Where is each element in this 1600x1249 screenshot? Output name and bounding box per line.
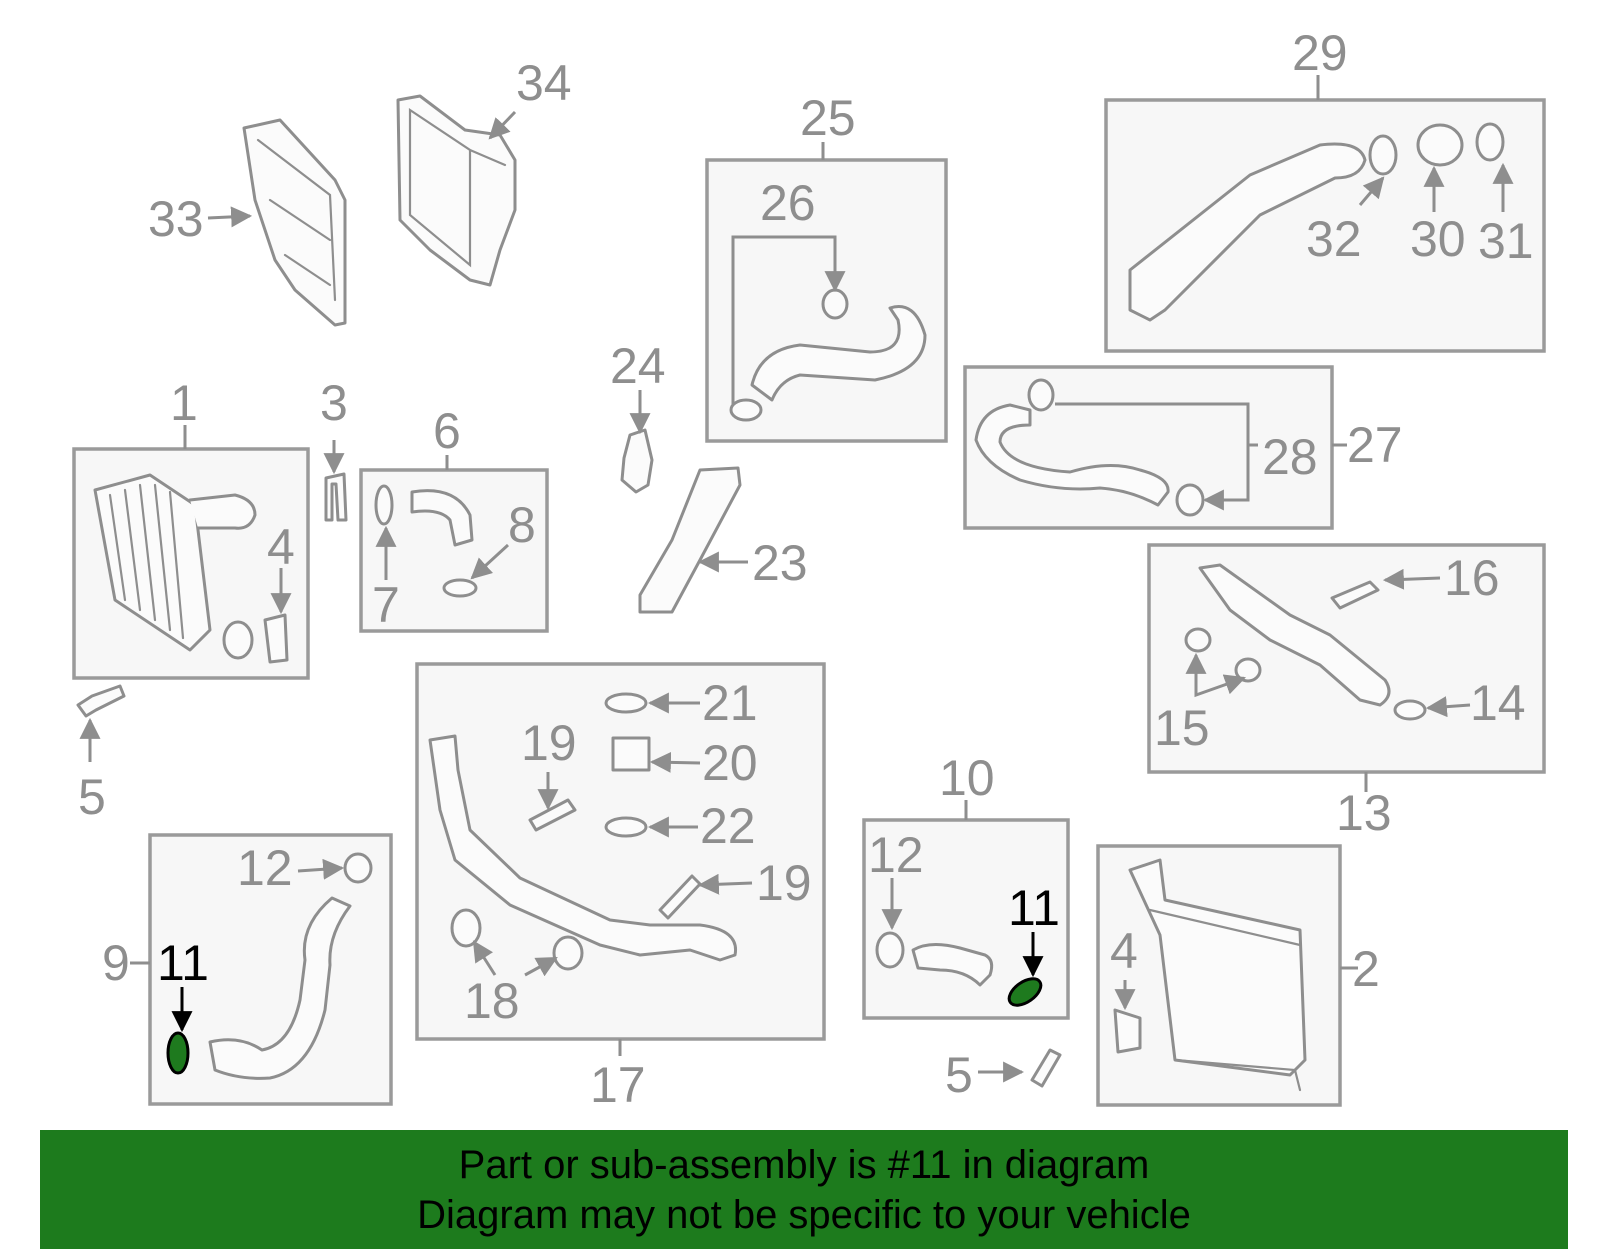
air-duct-part	[242, 118, 347, 327]
callout-11-left: 11	[157, 935, 209, 991]
clip-3-part	[324, 472, 348, 522]
clamp-12-left-part	[343, 852, 373, 884]
callout-15: 15	[1154, 700, 1210, 756]
callout-28: 28	[1262, 429, 1318, 485]
intercooler-left-part	[93, 473, 257, 660]
radiator-shroud-part	[396, 94, 517, 287]
callout-20: 20	[702, 735, 758, 791]
clamp-32-part	[1368, 134, 1398, 176]
clamp-12-right-part	[875, 931, 905, 969]
hose-10-part	[911, 943, 994, 987]
pipe-13-part	[1198, 563, 1391, 707]
bracket-24-part	[620, 428, 654, 494]
ring-14-part	[1393, 699, 1427, 721]
callout-18: 18	[464, 973, 520, 1029]
callout-11-right: 11	[1008, 880, 1060, 936]
callout-17: 17	[590, 1057, 646, 1113]
banner-line-1: Part or sub-assembly is #11 in diagram	[458, 1143, 1150, 1187]
callout-21: 21	[702, 675, 758, 731]
clamp-31-part	[1475, 122, 1505, 162]
callout-23: 23	[752, 535, 808, 591]
clip-4-left-part	[263, 613, 289, 664]
group-box-29	[1104, 98, 1546, 353]
bolt-5-left-part	[76, 684, 126, 718]
callout-34: 34	[516, 55, 572, 111]
callout-30: 30	[1410, 211, 1466, 267]
callout-7: 7	[372, 577, 400, 633]
seal-11-left-part	[166, 1031, 190, 1075]
callout-4-right: 4	[1110, 923, 1138, 979]
callout-14: 14	[1470, 675, 1526, 731]
hose-27-part	[974, 403, 1170, 507]
callout-labels: 1 2 3 4 4 5 5 6 7 8 9 10 11 11 12 12 13 …	[78, 25, 1534, 1113]
pipe-23-part	[638, 466, 742, 614]
hose-25-part	[750, 305, 927, 402]
callout-19-upper: 19	[521, 715, 577, 771]
bushing-15-upper-part	[1184, 627, 1212, 653]
callout-19-lower: 19	[756, 855, 812, 911]
clamp-26-lower-part	[729, 398, 763, 422]
callout-1: 1	[170, 375, 198, 431]
pipe-17-part	[428, 734, 738, 962]
callout-12-right: 12	[868, 827, 924, 883]
callout-12-left: 12	[237, 840, 293, 896]
bushing-18-left-part	[450, 908, 482, 948]
callout-29: 29	[1292, 25, 1348, 81]
hose-9-part	[208, 896, 352, 1080]
callout-13: 13	[1336, 785, 1392, 841]
hose-6-part	[410, 489, 474, 547]
callout-5-left: 5	[78, 769, 106, 825]
pipe-29-part	[1128, 142, 1367, 322]
callout-32: 32	[1306, 211, 1362, 267]
callout-24: 24	[610, 338, 666, 394]
clamp-22-part	[604, 816, 648, 838]
sleeve-30-part	[1416, 123, 1464, 167]
callout-10: 10	[939, 750, 995, 806]
clamp-21-part	[604, 692, 648, 714]
clamp-8-part	[442, 578, 478, 598]
clamp-28-lower-part	[1175, 483, 1205, 517]
callout-31: 31	[1478, 213, 1534, 269]
callout-26: 26	[760, 175, 816, 231]
callout-27: 27	[1347, 417, 1403, 473]
bushing-15-lower-part	[1234, 657, 1262, 683]
sleeve-20-part	[611, 736, 651, 772]
intercooler-right-part	[1113, 858, 1307, 1092]
callout-16: 16	[1444, 550, 1500, 606]
callout-3: 3	[320, 375, 348, 431]
callout-22: 22	[700, 798, 756, 854]
callout-2: 2	[1352, 941, 1380, 997]
info-banner: Part or sub-assembly is #11 in diagram D…	[40, 1130, 1568, 1249]
bushing-18-right-part	[552, 935, 584, 971]
callout-9: 9	[102, 935, 130, 991]
bolt-5-right-part	[1030, 1048, 1062, 1088]
leader-lines	[79, 75, 1514, 1083]
ring-7-part	[374, 484, 394, 526]
clamp-26-upper-part	[821, 288, 849, 320]
callout-4-left: 4	[267, 519, 295, 575]
callout-6: 6	[433, 403, 461, 459]
seal-11-right-part	[1007, 977, 1043, 1007]
callout-25: 25	[800, 90, 856, 146]
bolt-16-part	[1330, 580, 1380, 610]
clamp-28-upper-part	[1027, 378, 1055, 412]
callout-5-right: 5	[945, 1047, 973, 1103]
callout-33: 33	[148, 191, 204, 247]
callout-8: 8	[508, 497, 536, 553]
banner-line-2: Diagram may not be specific to your vehi…	[417, 1193, 1191, 1237]
